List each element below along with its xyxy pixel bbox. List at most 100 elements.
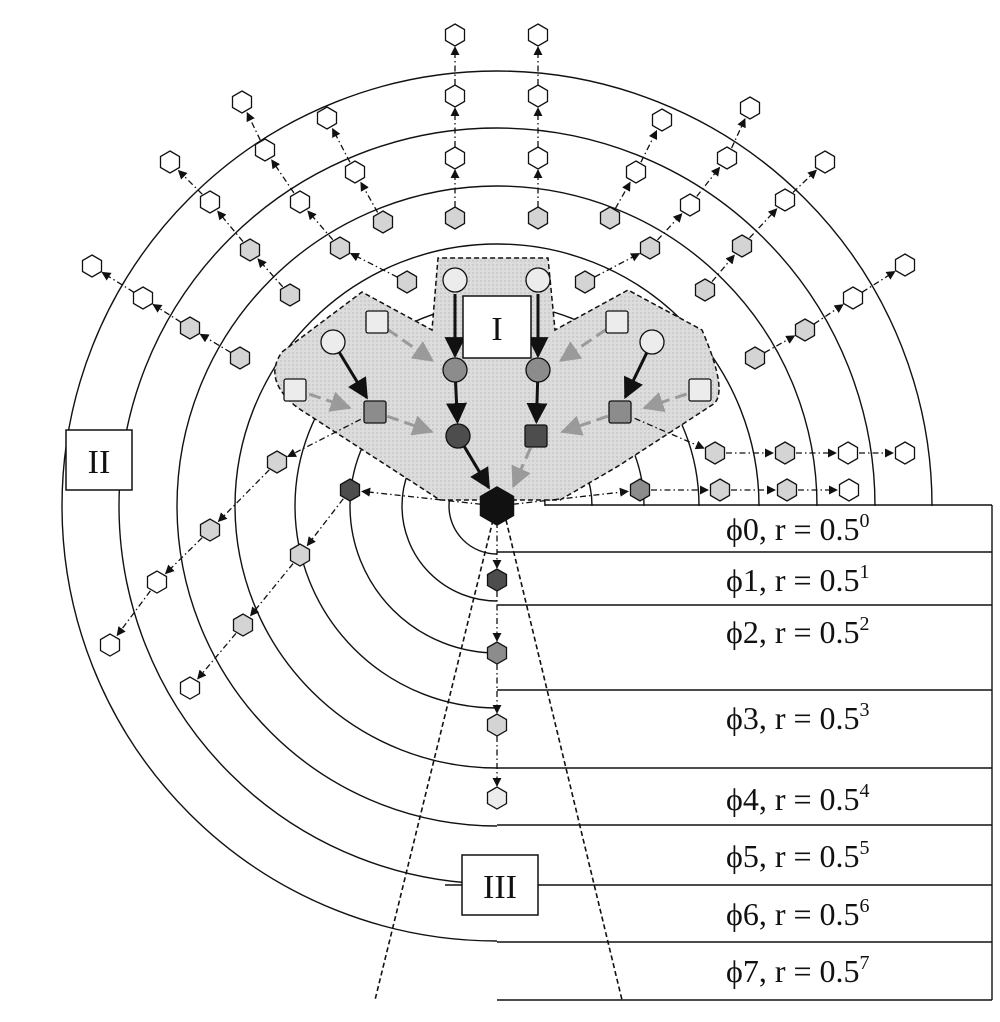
edge-14 [177, 169, 203, 195]
layer-ring-6 [118, 127, 876, 885]
layer-label-4: ϕ4, r = 0.54 [726, 780, 870, 817]
layer-ring-5 [176, 185, 818, 827]
circle-node-61 [525, 267, 551, 293]
layer-ring-7 [61, 70, 933, 942]
region-iii-boundary-right [505, 519, 623, 1001]
hexagon-node-6 [527, 84, 549, 108]
hexagon-node-19 [159, 150, 181, 174]
hexagon-node-57 [486, 641, 508, 665]
hexagon-node-54 [146, 570, 168, 594]
hexagon-node-21 [179, 316, 201, 340]
edge-13 [217, 210, 244, 242]
hexagon-node-56 [486, 568, 508, 592]
hexagon-node-10 [316, 106, 338, 130]
hexagon-node-38 [842, 286, 864, 310]
edge-40 [164, 537, 203, 575]
edge-29 [861, 270, 896, 293]
edge-53 [623, 352, 649, 400]
edge-37 [250, 563, 294, 617]
hexagon-node-30 [716, 146, 738, 170]
hexagon-node-0 [444, 206, 466, 230]
edge-12 [257, 258, 284, 288]
hexagon-node-3 [444, 23, 466, 47]
hexagon-node-27 [574, 270, 596, 294]
edge-41 [116, 590, 151, 637]
hexagon-node-53 [199, 518, 221, 542]
edge-61 [386, 414, 434, 436]
circle-node-69 [525, 357, 551, 383]
edge-52 [337, 351, 369, 400]
hexagon-node-25 [625, 160, 647, 184]
circle-node-63 [639, 329, 665, 355]
hexagon-node-12 [329, 236, 351, 260]
hexagon-node-46 [837, 441, 859, 465]
circle-node-62 [320, 329, 346, 355]
layer-label-7: ϕ7, r = 0.57 [726, 952, 870, 989]
edge-55 [526, 381, 548, 425]
layer-label-5: ϕ5, r = 0.55 [726, 837, 870, 874]
region-label-i-text: I [491, 311, 502, 348]
edge-18 [614, 181, 631, 209]
hexagon-node-4 [527, 206, 549, 230]
edge-9 [307, 210, 334, 241]
hexagon-node-59 [486, 786, 508, 810]
edge-39 [217, 469, 270, 523]
edge-57 [386, 328, 435, 362]
hexagon-node-17 [239, 238, 261, 262]
edge-20 [594, 252, 641, 278]
hexagon-node-50 [232, 613, 254, 637]
hexagon-node-42 [776, 478, 798, 502]
region-label-ii: II [65, 429, 133, 491]
edge-11 [246, 112, 261, 141]
edge-10 [271, 159, 295, 194]
circle-node-60 [442, 267, 468, 293]
hexagon-node-43 [838, 478, 860, 502]
hexagon-node-51 [179, 676, 201, 700]
hexagon-node-74 [479, 486, 515, 526]
edge-6 [360, 181, 379, 213]
hexagon-node-44 [704, 441, 726, 465]
hexagon-node-23 [81, 254, 103, 278]
edge-60 [642, 392, 688, 413]
hexagon-node-9 [344, 160, 366, 184]
edge-16 [152, 303, 182, 323]
hexagon-node-2 [444, 84, 466, 108]
layer-label-6: ϕ6, r = 0.56 [726, 895, 870, 932]
hexagon-node-28 [639, 236, 661, 260]
hexagon-node-16 [279, 283, 301, 307]
hexagon-node-34 [774, 188, 796, 212]
nodes [81, 23, 916, 810]
layer-rings [61, 70, 993, 1001]
edge-48 [286, 418, 362, 458]
region-label-i: I [462, 295, 532, 359]
hexagon-node-22 [132, 286, 154, 310]
square-node-71 [608, 400, 632, 424]
edge-23 [731, 118, 746, 149]
hexagon-node-20 [229, 346, 251, 370]
hexagon-node-32 [694, 278, 716, 302]
square-node-67 [688, 378, 712, 402]
edge-27 [764, 335, 796, 354]
layer-label-2: ϕ2, r = 0.52 [726, 613, 870, 650]
hexagon-node-55 [99, 633, 121, 657]
hexagon-node-11 [396, 270, 418, 294]
edge-45 [512, 487, 629, 505]
region-iii-boundary-left [374, 519, 494, 1001]
edge-54 [446, 381, 468, 425]
square-node-65 [605, 310, 629, 334]
edge-38 [197, 632, 237, 680]
hexagon-node-36 [744, 346, 766, 370]
hexagon-node-37 [794, 318, 816, 342]
edge-63 [511, 447, 533, 489]
hexagon-node-48 [339, 478, 361, 502]
region-label-iii: III [461, 854, 539, 916]
edge-8 [349, 252, 398, 278]
region-label-ii-text: II [88, 444, 111, 481]
hexagon-node-5 [527, 146, 549, 170]
hexagon-node-31 [739, 96, 761, 120]
hexagon-node-24 [599, 206, 621, 230]
edge-21 [657, 213, 683, 241]
layer-label-0: ϕ0, r = 0.50 [726, 510, 870, 547]
